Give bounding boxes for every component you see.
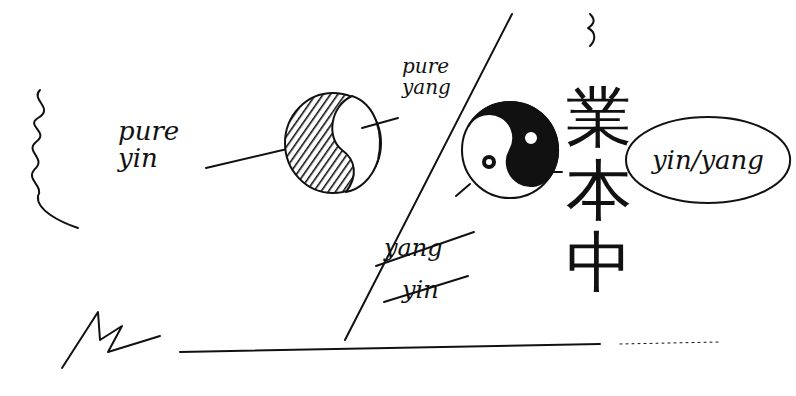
pure-yin-circle [285, 93, 381, 193]
base-line [620, 342, 720, 344]
base-line [180, 344, 600, 352]
handwritten-note: yin [402, 278, 439, 303]
brush-squiggle [32, 90, 78, 228]
strike-line [376, 232, 474, 266]
chinese-column: 業本中 [566, 82, 632, 300]
brush-squiggle [588, 14, 594, 46]
yin-yang-symbol [456, 84, 575, 198]
leader-line [456, 184, 470, 196]
handwritten-note: yang [384, 236, 443, 261]
handwritten-note: pure yin [118, 118, 188, 173]
node-text: yin/yang [652, 145, 764, 175]
yang-swirl [332, 96, 380, 192]
handwritten-note: pure yang [402, 56, 458, 98]
leader-line [362, 118, 398, 128]
brush-squiggle [62, 312, 160, 368]
ellipse-node: yin/yang [624, 115, 792, 205]
leader-line [548, 171, 562, 173]
